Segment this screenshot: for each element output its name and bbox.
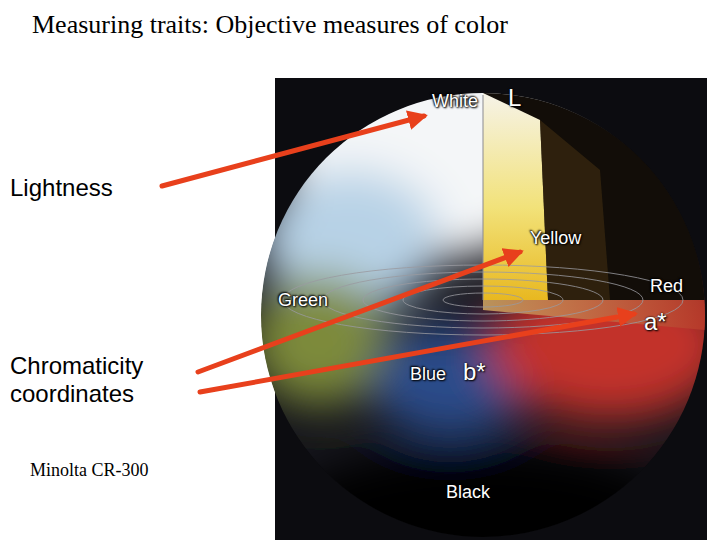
lightness-axis — [483, 95, 484, 300]
pole-label: Red — [650, 276, 683, 297]
pole-label: Yellow — [530, 228, 581, 249]
axis-label: a* — [644, 308, 667, 336]
callout-label: Chromaticity coordinates — [10, 352, 200, 407]
leader-arrows — [162, 116, 634, 392]
instrument-note: Minolta CR-300 — [30, 460, 149, 481]
sphere-body — [250, 40, 720, 540]
slide-title: Measuring traits: Objective measures of … — [32, 10, 508, 40]
pole-label: White — [432, 91, 478, 112]
pole-label: Blue — [410, 364, 446, 385]
callout-label: Lightness — [10, 174, 113, 202]
axis-label: b* — [463, 358, 486, 386]
axis-label: L — [508, 84, 521, 112]
pole-label: Green — [278, 290, 328, 311]
pole-label: Black — [446, 482, 490, 503]
